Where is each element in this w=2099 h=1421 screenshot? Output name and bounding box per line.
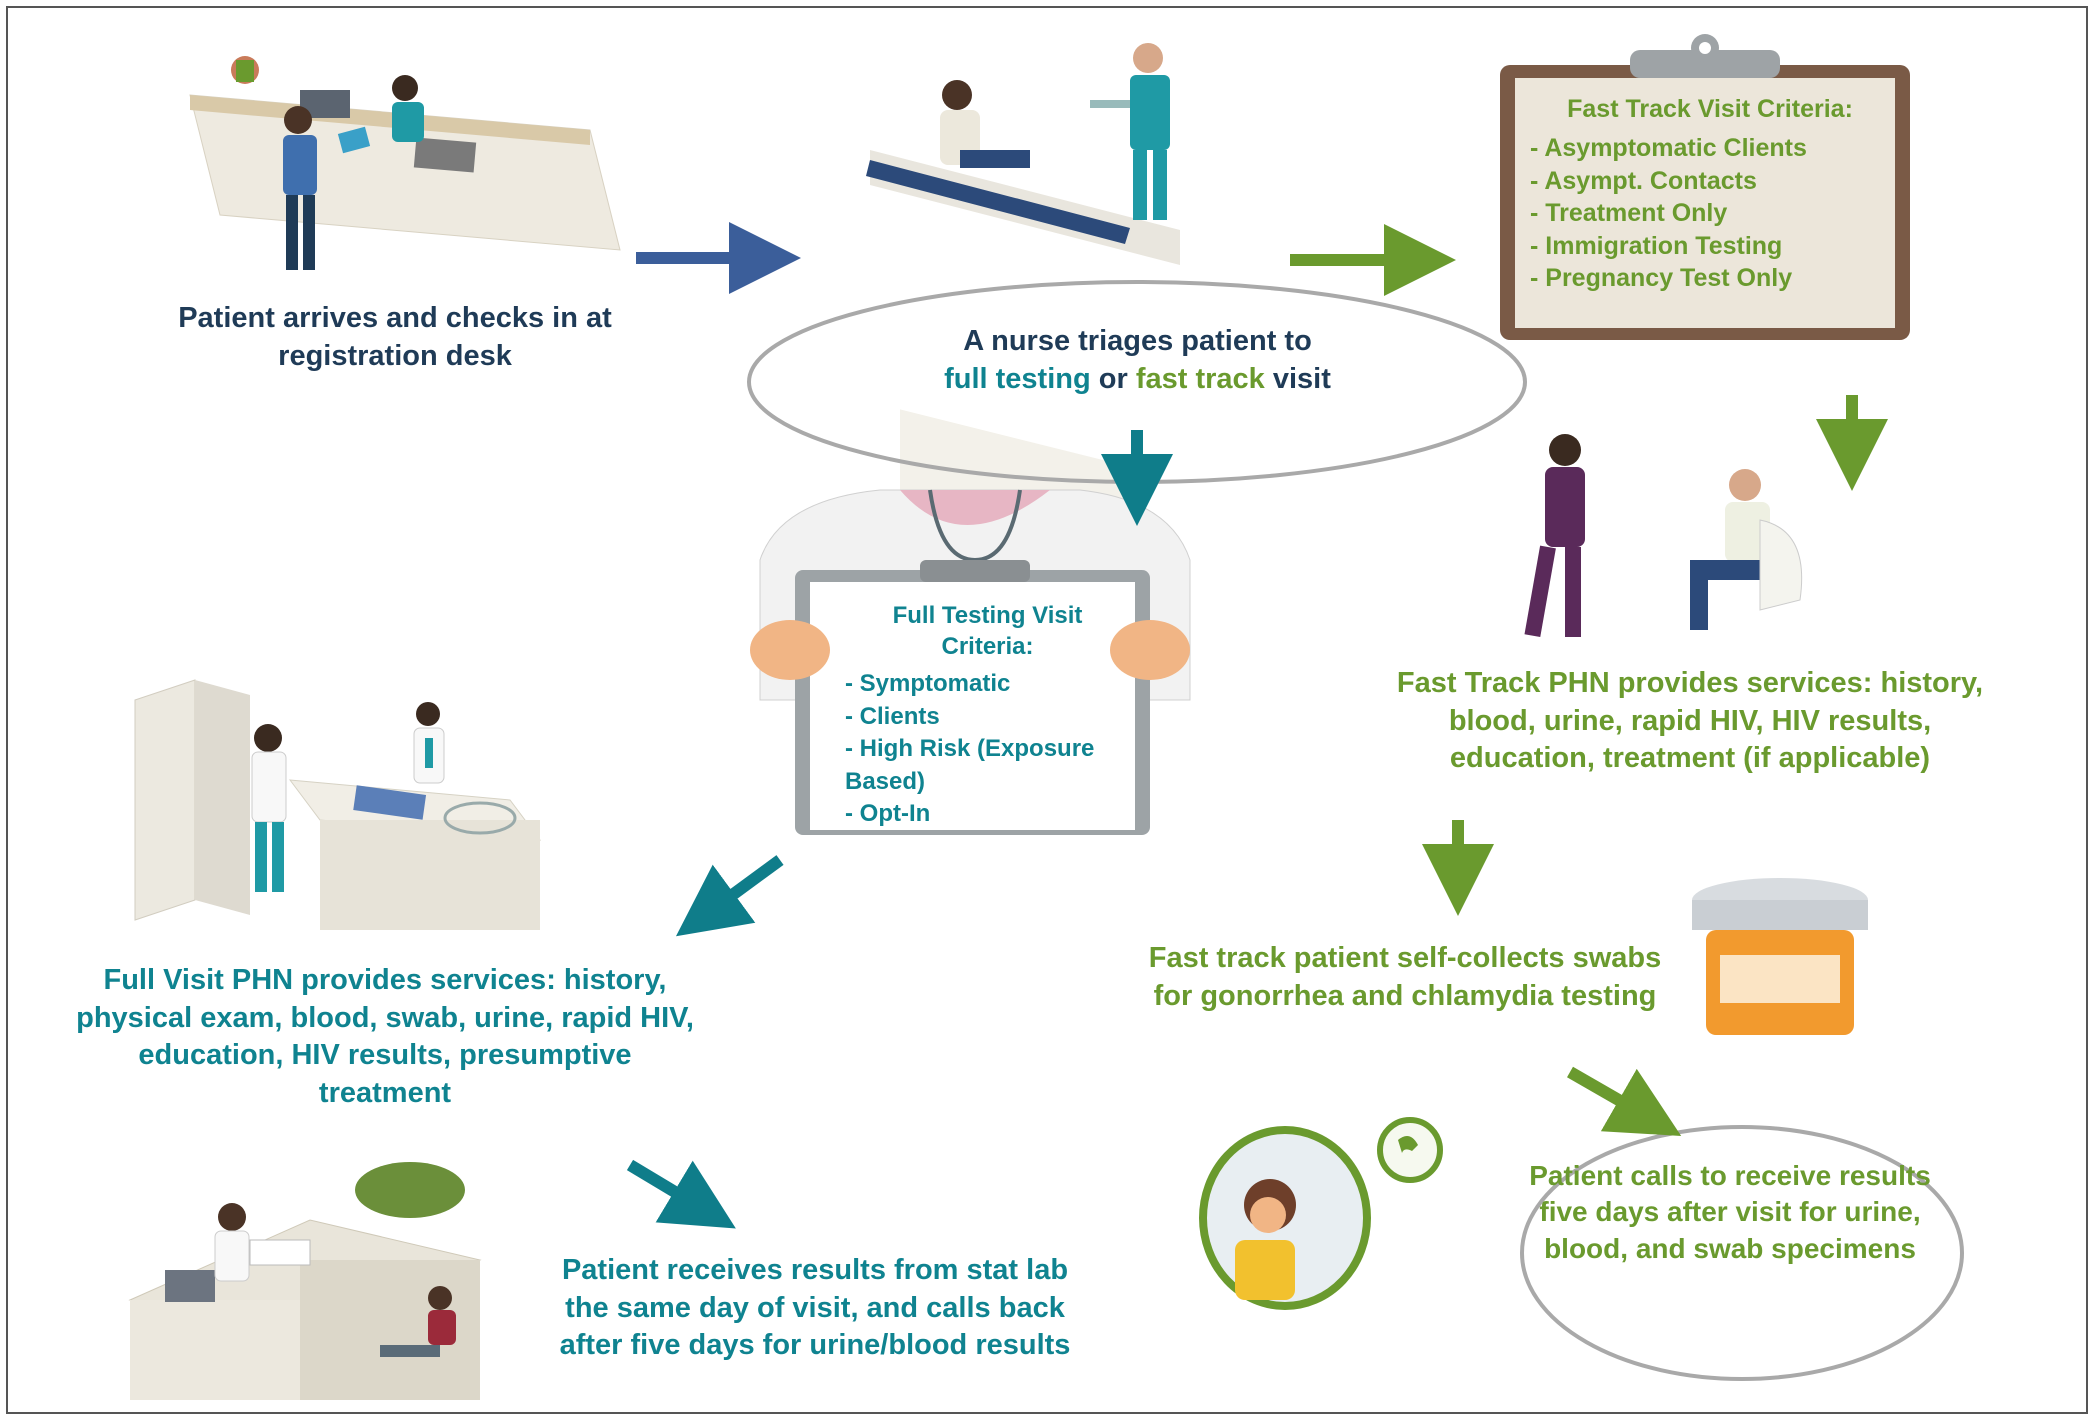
fast-track-criterion: Pregnancy Test Only: [1530, 262, 1890, 295]
calls-highlight-ellipse: [1520, 1125, 1964, 1381]
full-testing-criteria-box: Full Testing Visit Criteria: Symptomatic…: [845, 600, 1130, 830]
registration-desk-illustration: [189, 56, 621, 270]
stat-results-text: Patient receives results from stat lab t…: [559, 1254, 1071, 1362]
triage-fast-track: fast track: [1135, 362, 1265, 395]
arrow-self-collect-to-calls: [1567, 1066, 1682, 1136]
full-testing-criterion: Opt-In: [845, 798, 1130, 830]
results-desk-illustration: [128, 1162, 482, 1400]
triage-full-testing: full testing: [944, 362, 1091, 395]
full-visit-phn-text: Full Visit PHN provides services: histor…: [76, 964, 694, 1110]
full-testing-criterion: High Risk (Exposure Based): [845, 733, 1130, 798]
lab-illustration: [134, 679, 542, 930]
full-testing-criteria-title: Full Testing Visit Criteria:: [892, 602, 1083, 661]
triage-step-text: A nurse triages patient to full testing …: [790, 323, 1485, 398]
full-testing-criterion: Symptomatic: [845, 668, 1130, 700]
registration-step-text: Patient arrives and checks in at registr…: [178, 302, 612, 372]
arrow-full-visit-to-results: [626, 1159, 736, 1229]
phone-caller-illustration: [1199, 1117, 1443, 1310]
fast-track-criterion: Asymptomatic Clients: [1530, 132, 1890, 165]
triage-line-1: A nurse triages patient to: [963, 325, 1312, 357]
fast-track-criteria-title: Fast Track Visit Criteria:: [1567, 95, 1853, 123]
triage-or: or: [1098, 362, 1128, 395]
full-testing-criteria-list: Symptomatic Clients High Risk (Exposure …: [845, 668, 1130, 830]
triage-visit: visit: [1272, 362, 1331, 395]
arrow-clipboard-to-full-visit: [675, 855, 784, 937]
fast-track-criteria-list: Asymptomatic Clients Asympt. Contacts Tr…: [1530, 132, 1890, 295]
pill-bottle-illustration: [1692, 878, 1868, 1035]
fast-track-phn-illustration: [1524, 434, 1803, 638]
fast-track-criteria-box: Fast Track Visit Criteria: Asymptomatic …: [1530, 95, 1890, 295]
fast-track-criterion: Immigration Testing: [1530, 230, 1890, 263]
self-collect-text: Fast track patient self-collects swabs f…: [1148, 942, 1662, 1012]
patient-calls-text: Patient calls to receive results five da…: [1529, 1160, 1931, 1264]
fast-track-phn-text: Fast Track PHN provides services: histor…: [1396, 667, 1984, 775]
fast-track-criterion: Asympt. Contacts: [1530, 165, 1890, 198]
full-testing-criterion: Clients: [845, 701, 1130, 733]
fast-track-criterion: Treatment Only: [1530, 197, 1890, 230]
triage-line-2: full testing or fast track visit: [790, 361, 1485, 399]
